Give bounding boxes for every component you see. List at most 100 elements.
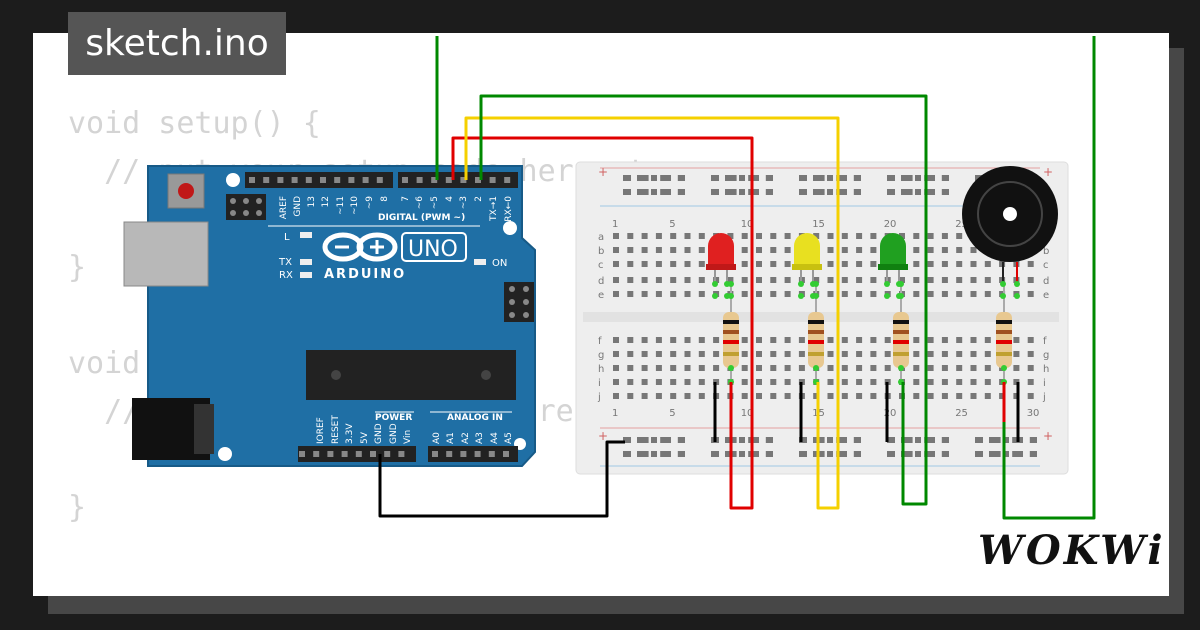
- usb-port: [123, 221, 209, 287]
- row-letter: i: [598, 378, 601, 389]
- wire-green-buzzer[interactable]: [1002, 36, 1096, 520]
- power-header-label: POWER: [375, 413, 412, 423]
- analog-header: [428, 446, 518, 462]
- row-letter: c: [598, 260, 604, 271]
- row-letter: j: [1042, 392, 1046, 403]
- resistor-green-led[interactable]: [893, 284, 909, 382]
- rail-plus-label: +: [1043, 165, 1053, 179]
- column-number: 1: [612, 219, 618, 230]
- analog-pin-label: A1: [446, 432, 456, 444]
- row-letter: g: [598, 350, 604, 361]
- digital-pin-label: TX→1: [489, 196, 499, 222]
- column-number: 5: [669, 219, 675, 230]
- row-letter: i: [1043, 378, 1046, 389]
- led-rx-label: RX: [279, 270, 293, 281]
- row-letter: d: [598, 276, 604, 287]
- row-letter: d: [1043, 276, 1049, 287]
- row-letter: b: [1043, 246, 1049, 257]
- reset-button-cap[interactable]: [178, 183, 194, 199]
- column-number: 30: [1027, 408, 1040, 419]
- analog-pin-label: A4: [490, 432, 500, 444]
- arduino-logo: [322, 232, 398, 262]
- row-letter: e: [598, 290, 604, 301]
- digital-pin-label: 2: [474, 196, 484, 202]
- wires: [378, 36, 1096, 520]
- code-line[interactable]: }: [68, 490, 87, 525]
- analog-pin-label: A2: [461, 432, 471, 444]
- column-number: 10: [741, 408, 754, 419]
- icsp-header-2: [504, 282, 534, 322]
- code-line[interactable]: }: [68, 250, 87, 285]
- code-line[interactable]: void setup() {: [68, 106, 321, 141]
- mounting-hole: [226, 173, 240, 187]
- led-tx: [300, 259, 312, 265]
- column-number: 10: [741, 219, 754, 230]
- analog-header-label: ANALOG IN: [447, 413, 503, 423]
- wire-yellow-pin3[interactable]: [464, 116, 840, 510]
- row-letter: h: [1043, 364, 1049, 375]
- rail-plus-label: +: [598, 165, 608, 179]
- column-number: 20: [884, 408, 897, 419]
- row-letter: e: [1043, 290, 1049, 301]
- wire-black-gnd[interactable]: [378, 440, 625, 518]
- row-letter: h: [598, 364, 604, 375]
- wokwi-logo[interactable]: WOKWi: [978, 527, 1166, 574]
- power-pin-label: 3.3V: [345, 423, 355, 444]
- row-letter: g: [1043, 350, 1049, 361]
- digital-header-left: [245, 172, 393, 188]
- analog-pin-label: A3: [475, 432, 485, 444]
- column-number: 15: [812, 219, 825, 230]
- digital-pin-label: 4: [445, 196, 455, 202]
- resistor-yellow-led[interactable]: [808, 284, 824, 382]
- buzzer[interactable]: [962, 166, 1058, 284]
- file-tab[interactable]: sketch.ino: [68, 12, 286, 75]
- row-letter: f: [598, 336, 602, 347]
- led-rx: [300, 272, 312, 278]
- digital-pin-label: ~10: [350, 196, 360, 215]
- wire-red-pin4[interactable]: [451, 136, 754, 510]
- mounting-hole: [218, 447, 232, 461]
- column-number: 20: [884, 219, 897, 230]
- mounting-hole: [503, 221, 517, 235]
- power-pin-label: GND: [389, 423, 399, 444]
- model-label: UNO: [408, 237, 458, 262]
- row-letter: a: [598, 232, 604, 243]
- digital-pin-label: ~9: [365, 196, 375, 210]
- digital-pin-label: 7: [401, 196, 411, 202]
- digital-pin-label: 8: [380, 196, 390, 202]
- digital-pin-label: ~6: [415, 196, 425, 210]
- digital-header-right: [398, 172, 518, 188]
- column-number: 1: [612, 408, 618, 419]
- row-letter: c: [1043, 260, 1049, 271]
- led-on: [474, 259, 486, 265]
- led-tx-label: TX: [278, 257, 292, 268]
- led-l: [300, 232, 312, 238]
- row-letter: f: [1043, 336, 1047, 347]
- column-number: 5: [669, 408, 675, 419]
- icsp-header: [226, 194, 266, 220]
- power-pin-label: RESET: [331, 415, 341, 444]
- power-pin-label: IOREF: [316, 417, 326, 444]
- digital-pin-label: ~11: [336, 196, 346, 215]
- column-number: 25: [955, 408, 968, 419]
- analog-pin-label: A5: [504, 432, 514, 444]
- rail-plus-label: +: [1043, 429, 1053, 443]
- column-number: 25: [955, 219, 968, 230]
- digital-pin-label: GND: [293, 196, 303, 217]
- power-pin-label: GND: [374, 423, 384, 444]
- digital-pin-label: RX←0: [504, 196, 514, 222]
- power-pin-label: 5V: [360, 431, 370, 444]
- led-on-label: ON: [492, 258, 507, 269]
- led-l-label: L: [284, 232, 290, 243]
- digital-header-label: DIGITAL (PWM ~): [378, 213, 465, 223]
- wire-green-pin2[interactable]: [479, 94, 928, 506]
- analog-pin-label: A0: [432, 432, 442, 444]
- arduino-logo-text: ARDUINO: [324, 267, 406, 282]
- rail-plus-label: +: [598, 429, 608, 443]
- power-pin-label: Vin: [403, 430, 413, 444]
- row-letter: j: [597, 392, 601, 403]
- digital-pin-label: ~3: [459, 196, 469, 209]
- digital-pin-label: AREF: [279, 196, 289, 219]
